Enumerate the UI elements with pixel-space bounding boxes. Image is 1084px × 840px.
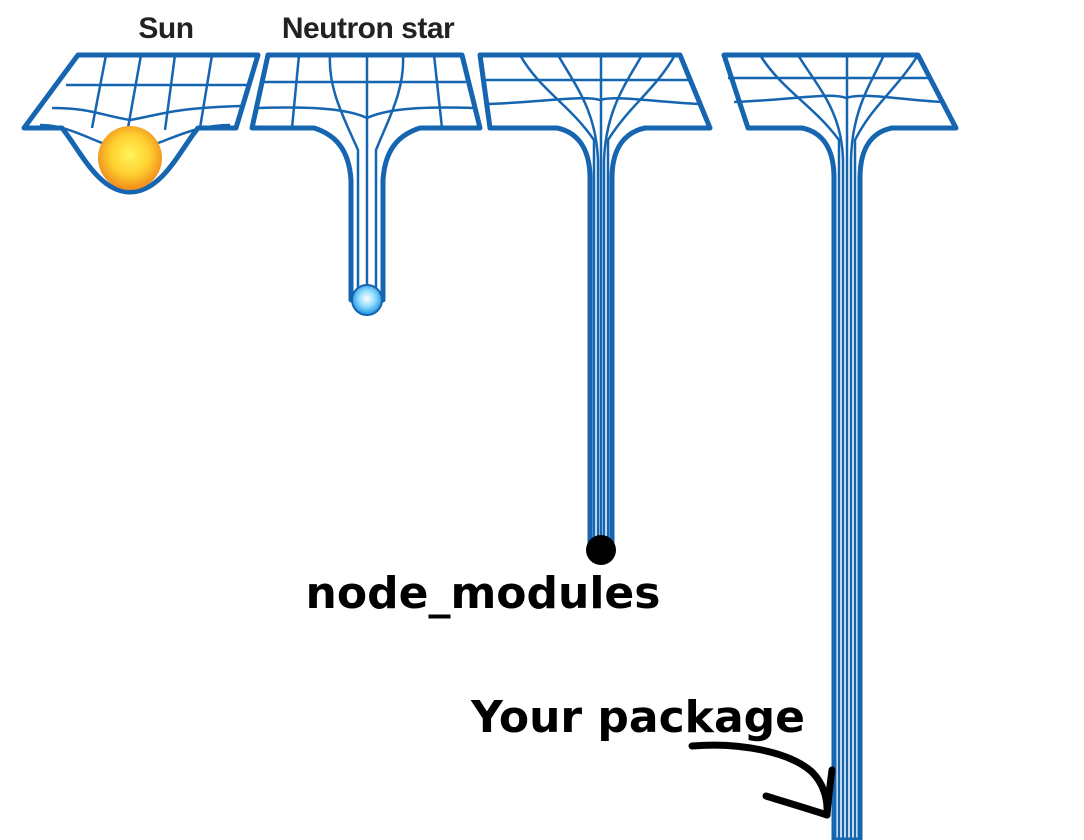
neutron-star-panel	[249, 52, 483, 303]
your-package-label: Your package	[470, 692, 805, 743]
neutron-star-label: Neutron star	[282, 12, 455, 45]
node-modules-label: node_modules	[306, 568, 661, 619]
sun-panel	[21, 52, 261, 195]
sun-label: Sun	[138, 12, 193, 45]
hand-drawn-arrow-icon	[688, 741, 836, 819]
node-modules-panel	[477, 52, 713, 548]
neutron-star-icon	[351, 284, 383, 316]
sun-icon	[98, 126, 162, 190]
your-package-panel	[721, 52, 959, 840]
black-hole-icon	[586, 535, 616, 565]
